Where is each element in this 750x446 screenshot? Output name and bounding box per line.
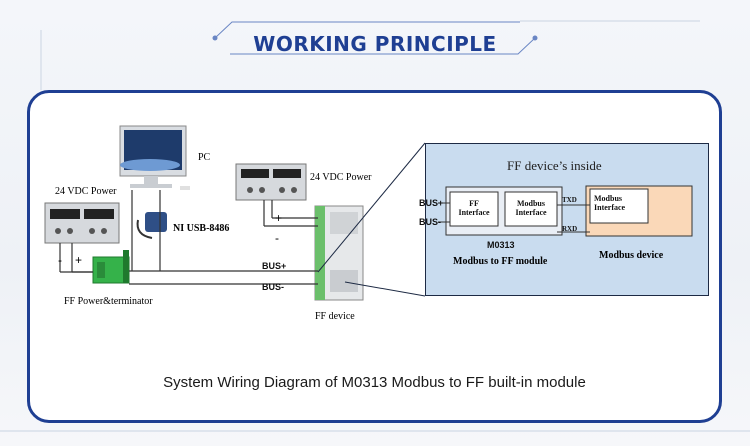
ni-usb-label: NI USB-8486: [173, 223, 230, 234]
power-left-label: 24 VDC Power: [55, 186, 117, 197]
page-title: WORKING PRINCIPLE: [253, 32, 497, 56]
inside-bus-plus: BUS+: [419, 198, 444, 208]
module-label: Modbus to FF module: [453, 256, 548, 267]
txd-label: TXD: [562, 196, 577, 204]
inside-title: FF device’s inside: [507, 158, 602, 173]
power-supply-left-icon: [44, 202, 120, 244]
ni-usb-adapter-icon: [136, 212, 167, 239]
plus-sign-right: +: [275, 211, 283, 225]
pc-icon: [119, 125, 190, 190]
m0313-label: M0313: [487, 240, 515, 250]
pc-label: PC: [198, 152, 211, 163]
background-line: [40, 30, 42, 90]
plus-sign-left: +: [75, 253, 83, 267]
power-right-label: 24 VDC Power: [310, 172, 372, 183]
ff-device-icon: [314, 205, 364, 301]
inside-bus-minus: BUS-: [419, 217, 441, 227]
ff-power-label: FF Power&terminator: [64, 296, 153, 307]
background-line: [0, 430, 750, 432]
minus-sign-left: -: [58, 253, 62, 267]
power-supply-right-icon: [235, 163, 307, 201]
wires: [59, 190, 318, 285]
background-line: [520, 20, 700, 22]
bus-minus-label: BUS-: [262, 282, 284, 292]
ff-device-label: FF device: [315, 311, 355, 322]
bus-plus-label: BUS+: [262, 261, 287, 271]
ff-power-terminator-icon: [92, 250, 130, 284]
diagram-caption: System Wiring Diagram of M0313 Modbus to…: [163, 374, 586, 391]
header-decoration: [212, 21, 538, 55]
modbus-device-label: Modbus device: [599, 250, 664, 261]
rxd-label: RXD: [562, 225, 578, 233]
minus-sign-right: -: [275, 231, 279, 245]
